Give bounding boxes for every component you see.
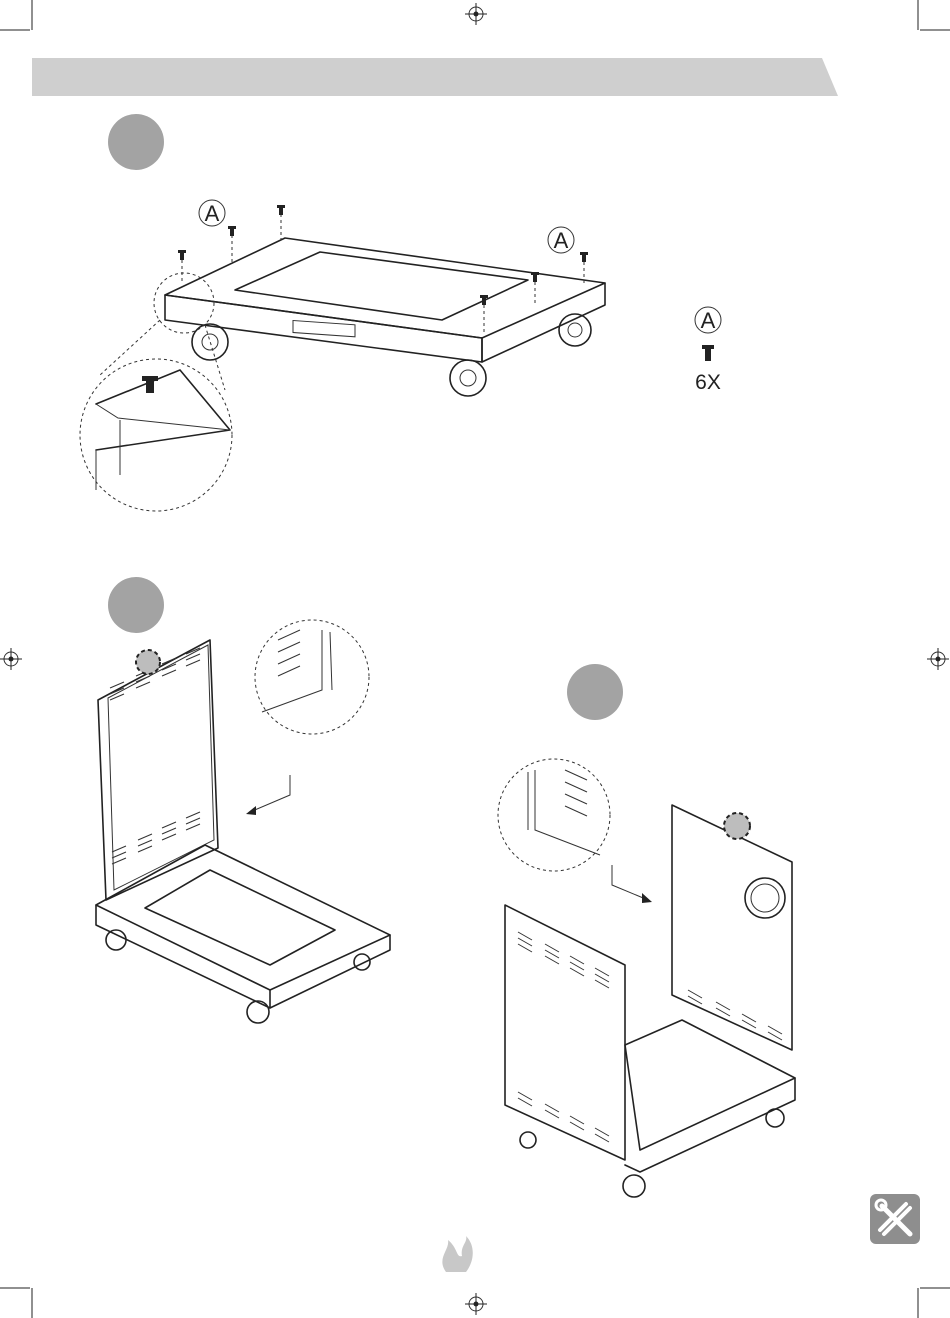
- tools-icon: [870, 1194, 920, 1244]
- step-2-drawing: [96, 620, 390, 1023]
- screw-a: [277, 205, 285, 240]
- registration-mark-bottom: [465, 1293, 487, 1315]
- parts-quantity: 6X: [695, 371, 721, 394]
- step-1-base-drawing: A A: [80, 200, 605, 511]
- callout-a-right: A: [554, 228, 569, 253]
- header-band: [32, 58, 838, 96]
- parts-legend: A 6X: [695, 307, 721, 394]
- screw-a: [531, 272, 539, 306]
- screw-a: [178, 250, 186, 282]
- screw-icon: [702, 345, 714, 361]
- step-3-drawing: [498, 759, 795, 1197]
- step-2-circle: [108, 577, 164, 633]
- screw-a: [480, 295, 488, 332]
- step-1-circle: [108, 114, 164, 170]
- detail-magnifier: [80, 359, 232, 511]
- callout-a-left: A: [205, 201, 220, 226]
- registration-mark-right: [927, 648, 949, 670]
- registration-mark-left: [0, 648, 22, 670]
- parts-letter: A: [701, 308, 716, 333]
- screw-a: [228, 226, 236, 262]
- caster: [450, 360, 486, 396]
- registration-mark-top: [465, 3, 487, 25]
- step-3-circle: [567, 664, 623, 720]
- flame-logo: [442, 1236, 472, 1272]
